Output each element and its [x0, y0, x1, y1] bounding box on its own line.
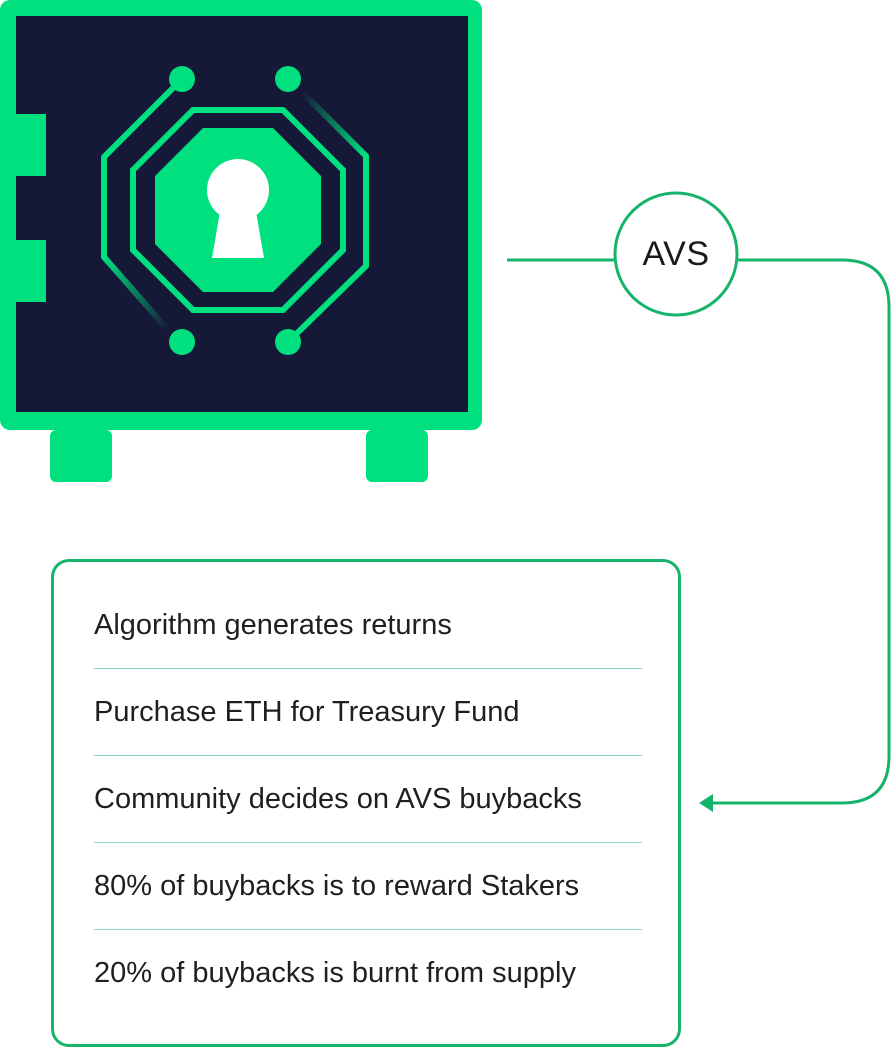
circuit-traces	[101, 76, 369, 345]
safe-foot-left	[50, 430, 112, 482]
step-item: 20% of buybacks is burnt from supply	[94, 957, 576, 989]
step-item: Algorithm generates returns	[94, 582, 642, 669]
circuit-node-bottom-left	[169, 329, 195, 355]
avs-node	[613, 191, 739, 317]
step-item: Community decides on AVS buybacks	[94, 756, 642, 843]
connector-avs-to-steps	[712, 258, 891, 805]
safe-hinge-top	[16, 114, 46, 176]
steps-list: Algorithm generates returns Purchase ETH…	[94, 582, 642, 1017]
safe-hinge-bottom	[16, 240, 46, 302]
circuit-node-top-left	[169, 66, 195, 92]
circuit-node-top-right	[275, 66, 301, 92]
keyhole-icon	[207, 159, 269, 258]
octagon-ring	[130, 107, 346, 313]
vault-safe-icon	[0, 0, 482, 482]
avs-label: AVS	[642, 234, 710, 273]
safe-foot-right	[366, 430, 428, 482]
step-item: 80% of buybacks is to reward Stakers	[94, 843, 642, 930]
circuit-node-bottom-right	[275, 329, 301, 355]
step-item: Purchase ETH for Treasury Fund	[94, 669, 642, 756]
arrow-left-icon	[699, 794, 713, 812]
steps-panel: Algorithm generates returns Purchase ETH…	[51, 559, 681, 1047]
